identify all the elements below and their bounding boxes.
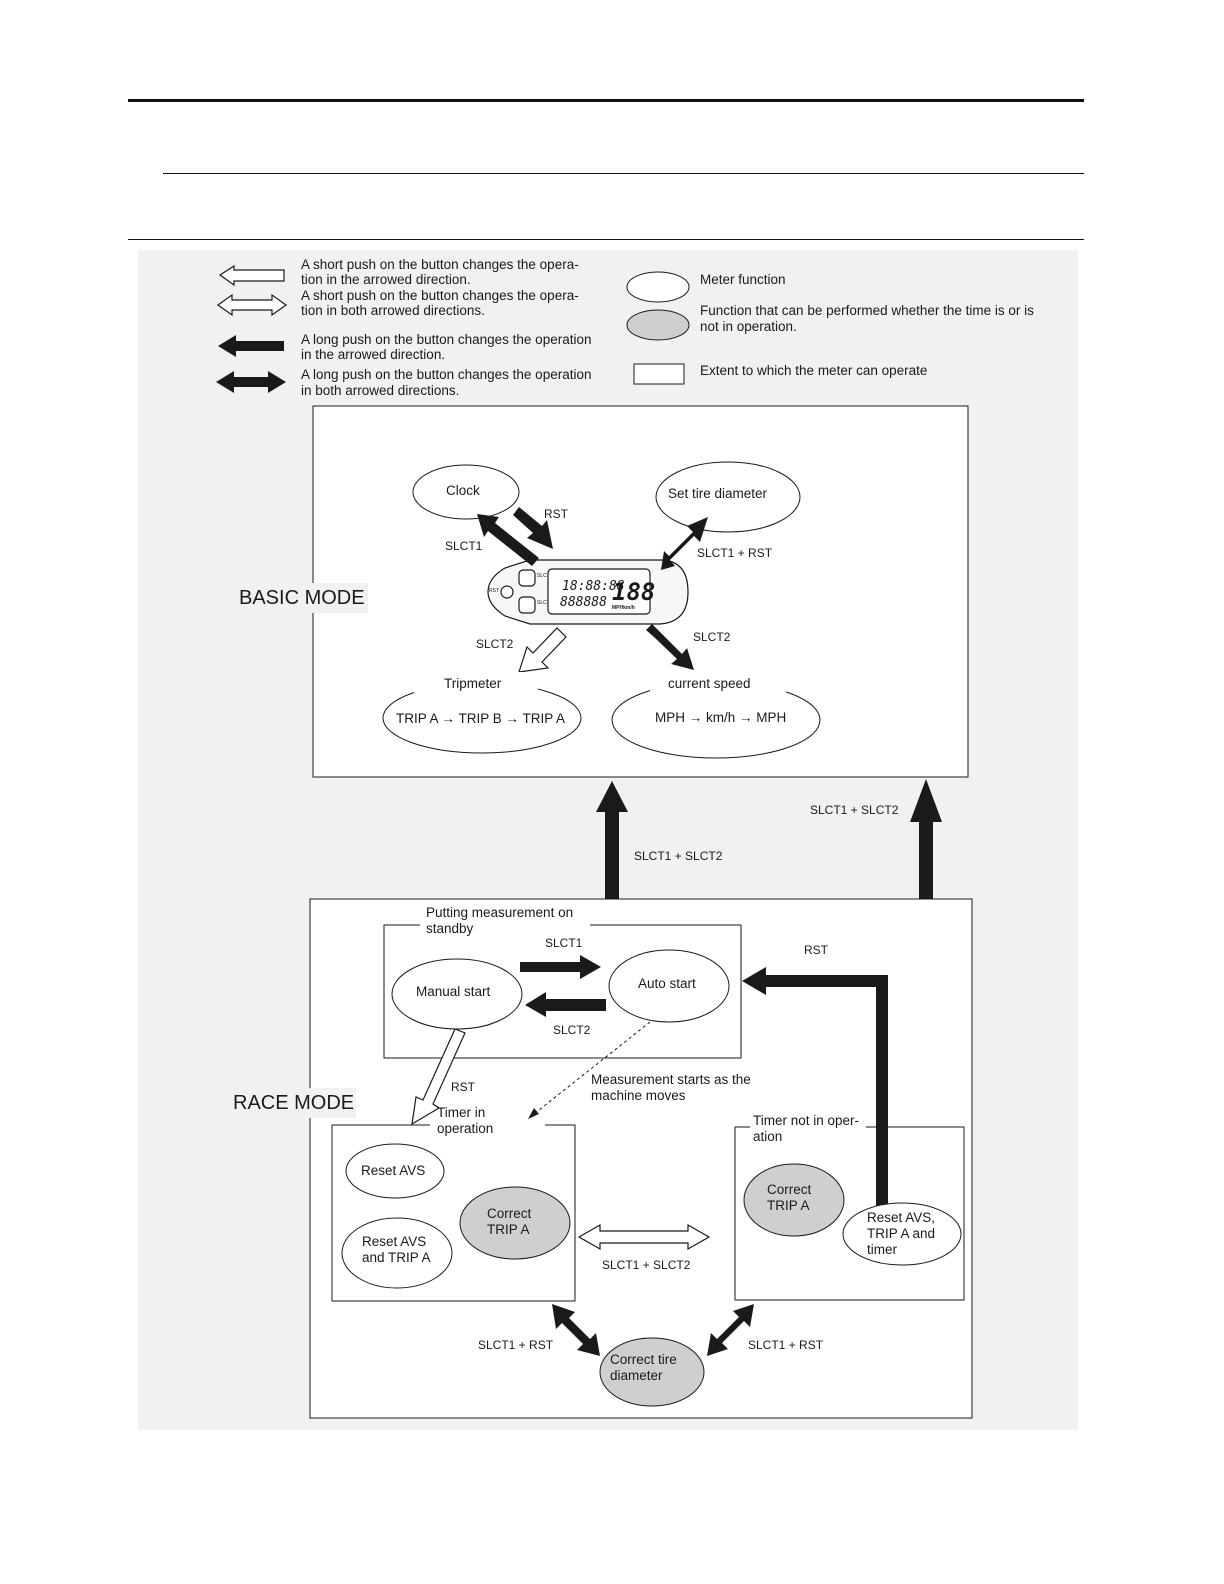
race-rst-left-label: RST	[451, 1080, 476, 1094]
race-slct1-label: SLCT1	[545, 936, 583, 950]
basic-slct2-right-label: SLCT2	[693, 630, 731, 644]
meter-lcd-top: 18:88:88	[562, 579, 625, 594]
meter-lcd-unit: MPHkm/h	[612, 605, 635, 611]
right-transition-label: SLCT1 + SLCT2	[810, 803, 899, 817]
reset-all-ellipse	[842, 1202, 962, 1266]
legend-extent-text: Extent to which the meter can operate	[700, 363, 927, 378]
rst-long-arrow-to-meter	[513, 507, 553, 549]
header-rule-top	[128, 99, 1084, 102]
slct2-long-arrow-to-manual	[525, 992, 606, 1017]
basic-mode-section: BASIC MODE Clock Set tire diameter RST S…	[236, 405, 969, 778]
correct-tire-label: Correct tire diameter	[610, 1352, 681, 1383]
race-mode-title-bg	[230, 1088, 356, 1118]
standby-label: Putting measurement on standby	[426, 905, 577, 936]
reset-avs-trip-ellipse	[341, 1217, 453, 1289]
legend-extent-box	[633, 363, 685, 385]
tripmeter-title-bg	[414, 672, 538, 694]
meter-slct2-button	[518, 596, 536, 614]
basic-slct1-rst-label: SLCT1 + RST	[697, 546, 773, 560]
basic-slct1-label: SLCT1	[445, 539, 483, 553]
manual-start-ellipse	[391, 958, 523, 1030]
slct1-rst-left-long-two-way-arrow	[552, 1304, 600, 1356]
meter-slct1-button	[518, 569, 536, 587]
basic-slct2-left-label: SLCT2	[476, 637, 514, 651]
slct2-short-arrow-to-tripmeter	[518, 627, 567, 673]
race-slct2-label: SLCT2	[553, 1023, 591, 1037]
basic-rst-label: RST	[544, 507, 569, 521]
meter-slct1-label: SLCT 1	[537, 573, 554, 579]
long-push-one-way-arrow	[218, 335, 284, 357]
slct1-rst-right-long-two-way-arrow	[707, 1304, 754, 1356]
speed-cycle: MPH → km/h → MPH	[655, 710, 786, 725]
slct1-long-arrow-to-auto	[520, 955, 601, 979]
meter-lcd-bottom: 888888	[560, 595, 607, 610]
meter-lcd	[547, 568, 651, 615]
short-push-two-way-arrow	[216, 293, 288, 317]
measurement-dashed-arrow	[533, 1021, 651, 1115]
current-speed-title: current speed	[668, 676, 751, 691]
reset-avs-trip-label: Reset AVS and TRIP A	[362, 1234, 431, 1265]
slct1-rst-long-two-way-arrow	[661, 517, 708, 570]
set-tire-label: Set tire diameter	[668, 486, 768, 501]
long-push-two-way-arrow	[216, 371, 286, 393]
header-rule-middle	[163, 173, 1084, 174]
meter-illustration: RST SLCT 1 SLCT 2 18:88:88 888888 188 MP…	[487, 559, 689, 625]
reset-all-label: Reset AVS, TRIP A and timer	[867, 1210, 939, 1257]
timer-in-operation-box	[331, 1124, 576, 1302]
standby-group-box	[383, 924, 742, 1059]
meter-slct2-label: SLCT 2	[537, 600, 554, 606]
current-speed-title-bg	[650, 672, 786, 694]
meter-rst-button	[500, 585, 514, 599]
legend-short-one-text: A short push on the button changes the o…	[301, 257, 582, 287]
legend-meter-function-ellipse	[626, 271, 690, 303]
race-mode-section: RACE MODE Putting measurement on standby…	[230, 898, 973, 1419]
reset-avs-ellipse	[345, 1143, 445, 1199]
header-rule-bottom	[128, 239, 1084, 240]
middle-transition-label: SLCT1 + SLCT2	[634, 849, 723, 863]
legend-always-function-ellipse	[626, 309, 690, 341]
auto-start-ellipse	[608, 949, 730, 1023]
correct-trip-left-ellipse	[459, 1186, 571, 1260]
clock-label: Clock	[446, 483, 480, 498]
basic-mode-title: BASIC MODE	[239, 587, 365, 609]
manual-start-label: Manual start	[416, 984, 491, 999]
legend-always-function-text: Function that can be performed whether t…	[700, 303, 1038, 334]
legend: A short push on the button changes the o…	[216, 257, 1038, 398]
correct-trip-right-label: Correct TRIP A	[767, 1182, 815, 1213]
set-tire-ellipse	[655, 461, 801, 533]
race-between-label: SLCT1 + SLCT2	[602, 1258, 691, 1272]
legend-long-one-text: A long push on the button changes the op…	[301, 332, 595, 362]
measurement-dashed-arrowhead	[528, 1108, 539, 1119]
tripmeter-title: Tripmeter	[444, 676, 502, 691]
race-rst-top-label: RST	[804, 943, 829, 957]
auto-start-label: Auto start	[638, 976, 696, 991]
race-mode-title: RACE MODE	[233, 1092, 354, 1114]
basic-race-long-two-way-arrow	[596, 781, 628, 932]
rst-short-arrow-to-timer	[411, 1028, 466, 1126]
correct-trip-left-label: Correct TRIP A	[487, 1206, 535, 1237]
timer-in-operation-label: Timer in operation	[437, 1105, 493, 1136]
race-slct1-rst-right-label: SLCT1 + RST	[748, 1338, 824, 1352]
reset-avs-label: Reset AVS	[361, 1163, 425, 1178]
meter-lcd-big: 188	[612, 578, 655, 606]
timer-not-in-operation-box	[734, 1126, 965, 1301]
slct1-long-arrow-to-clock	[477, 514, 539, 566]
basic-mode-title-bg	[236, 583, 368, 613]
legend-meter-function-text: Meter function	[700, 272, 786, 287]
race-slct1-rst-left-label: SLCT1 + RST	[478, 1338, 554, 1352]
correct-tire-ellipse	[599, 1337, 705, 1407]
tripmeter-cycle: TRIP A → TRIP B → TRIP A	[396, 711, 565, 726]
slct1-slct2-short-two-way-arrow	[577, 1223, 711, 1251]
meter-rst-label: RST	[489, 588, 499, 594]
timer-not-in-operation-label: Timer not in oper- ation	[753, 1113, 863, 1144]
slct2-long-arrow-to-speed	[646, 624, 694, 670]
legend-short-both-text: A short push on the button changes the o…	[301, 288, 582, 318]
legend-long-both-text: A long push on the button changes the op…	[301, 367, 595, 398]
clock-ellipse	[412, 464, 520, 520]
short-push-one-way-arrow	[218, 264, 285, 287]
measurement-note: Measurement starts as the machine moves	[591, 1072, 755, 1103]
correct-trip-right-ellipse	[743, 1163, 845, 1237]
